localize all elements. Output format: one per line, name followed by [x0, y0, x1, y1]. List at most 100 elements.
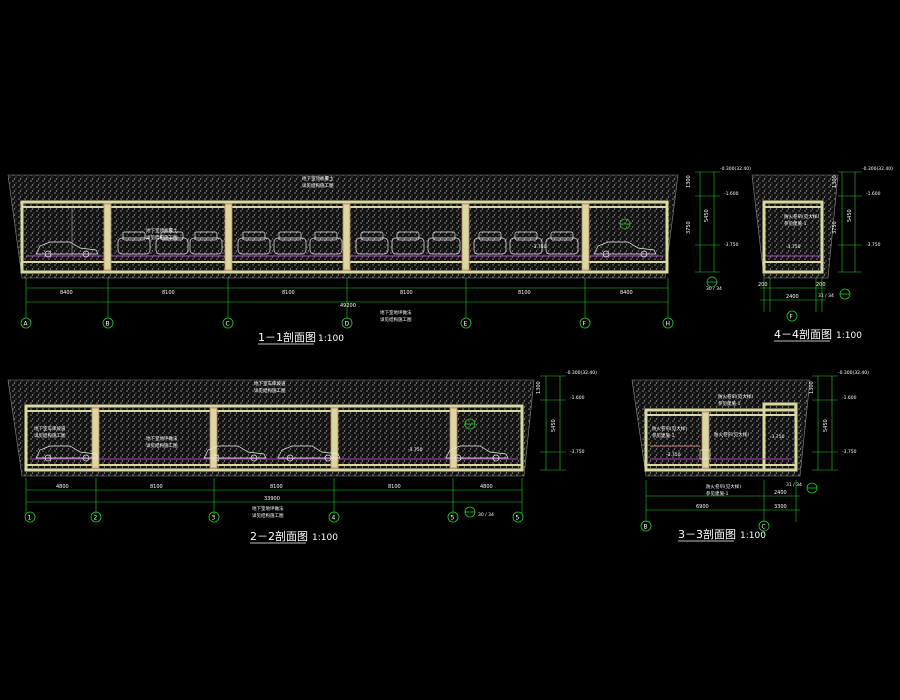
- detail-marker: [619, 218, 718, 288]
- dim-2: 8100: [150, 484, 163, 490]
- note-bottom-1: 防火卷帘(见大样): [706, 483, 741, 490]
- dim-5: 4800: [480, 484, 493, 490]
- side-dim-2: 5450: [704, 209, 710, 222]
- outer-wall: [20, 200, 669, 274]
- side-dim-1: 1300: [809, 381, 815, 394]
- dim-3: 200: [816, 282, 826, 288]
- side-dim-1: 1300: [832, 175, 838, 188]
- note-mid-2: 详见结构施工图: [146, 234, 178, 241]
- level-mid: -1.600: [724, 191, 739, 197]
- note-left-2: 详见结构施工图: [34, 432, 66, 439]
- axis-a: A: [24, 321, 29, 328]
- section-scale: 1:100: [740, 531, 766, 541]
- level-floor: -3.750: [532, 244, 547, 250]
- dim-3: 8100: [282, 290, 295, 296]
- note-bottom-2: 详见结构施工图: [380, 316, 412, 323]
- level-floor: -3.750: [786, 244, 801, 250]
- marker-label: 30 / 34: [706, 286, 722, 292]
- dim-4: 8100: [400, 290, 413, 296]
- side-dim-2: 5450: [551, 419, 557, 432]
- level-bottom: -3.750: [724, 242, 739, 248]
- note-2: 参见建施-1: [784, 220, 807, 227]
- dim-3: 8100: [270, 484, 283, 490]
- dim-5: 8100: [518, 290, 531, 296]
- axis-h: H: [666, 321, 671, 328]
- side-dim-3: 3750: [686, 221, 692, 234]
- marker-label: 31 / 34: [786, 482, 802, 488]
- marker-label: 30 / 34: [478, 512, 494, 518]
- note-top-2: 详见结构施工图: [302, 182, 334, 189]
- section-2-2: 地下室车库坡道 详见结构施工图 地下室车库坡道 详见结构施工图 地下室地坪做法 …: [7, 370, 597, 544]
- note-bottom-2: 详见结构施工图: [252, 512, 284, 519]
- columns: [91, 407, 458, 469]
- level-mid: -1.600: [842, 395, 857, 401]
- level-floor-left: -3.750: [666, 452, 681, 458]
- level-top: -0.300(32.40): [720, 166, 751, 172]
- axis-5b: 5: [516, 515, 520, 522]
- section-scale: 1:100: [312, 533, 338, 543]
- note-mid-1: 地下室地坪做法: [146, 435, 178, 442]
- axis-c: C: [226, 321, 230, 328]
- level-top: -0.300(32.40): [566, 370, 597, 376]
- note-top-1: 地下室车库坡道: [254, 380, 286, 387]
- axis-2: 2: [94, 515, 98, 522]
- columns: [103, 203, 590, 271]
- axis-b: B: [106, 321, 110, 328]
- section-title: 3－3剖面图: [678, 527, 736, 541]
- dim-1: 8400: [60, 290, 73, 296]
- note-left-1: 地下室车库坡道: [34, 425, 66, 432]
- section-1-1: 地下室顶板覆土 详见结构施工图 地下室顶板覆土 详见结构施工图 地下室地坪做法 …: [7, 166, 751, 345]
- note-bottom-1: 地下室地坪做法: [380, 309, 412, 316]
- section-3-3: 防火卷帘(见大样) 参见建施-1 防火卷帘(见大样) 参见建施-1 防火卷帘(见…: [631, 370, 869, 542]
- note-top-2: 详见结构施工图: [254, 387, 286, 394]
- dim-2: 8100: [162, 290, 175, 296]
- axis-bubbles: [24, 418, 524, 523]
- section-4-4: 防火卷帘(见大样) 参见建施-1 -3.750 -0.300(32.40) -1…: [751, 166, 893, 342]
- side-dim-2: 5450: [823, 419, 829, 432]
- axis-f: F: [790, 314, 794, 321]
- side-dim-3: 3750: [832, 221, 838, 234]
- dimension-lines: [25, 278, 669, 318]
- note-left-2: 参见建施-1: [652, 432, 675, 439]
- section-scale: 1:100: [318, 334, 344, 344]
- dim-1: 200: [758, 282, 768, 288]
- dimension-lines: [25, 478, 523, 514]
- elevation-dims: [812, 375, 838, 471]
- axis-b: B: [644, 524, 648, 531]
- dim-2: 2400: [774, 490, 787, 496]
- axis-d: D: [345, 321, 350, 328]
- dim-6: 8400: [620, 290, 633, 296]
- section-title: 2－2剖面图: [250, 529, 308, 543]
- soil-backfill: [7, 379, 535, 477]
- elevation-dims: [838, 171, 862, 273]
- dimension-lines: [760, 278, 826, 312]
- axis-f: F: [583, 321, 587, 328]
- side-dim-1: 1300: [686, 175, 692, 188]
- section-scale: 1:100: [836, 331, 862, 341]
- dim-2: 2400: [786, 294, 799, 300]
- elevation-dims: [695, 171, 720, 273]
- level-floor: -3.750: [408, 447, 423, 453]
- axis-bubbles: [640, 482, 818, 532]
- dim-4: 8100: [388, 484, 401, 490]
- level-floor-right: -3.750: [770, 434, 785, 440]
- dimension-lines: [645, 480, 800, 522]
- parked-cars: [35, 231, 657, 258]
- side-dim-2: 5450: [847, 209, 853, 222]
- section-title: 1－1剖面图: [258, 330, 316, 344]
- elevation-dims: [540, 375, 566, 471]
- note-mid-1: 地下室顶板覆土: [146, 227, 178, 234]
- note-top-1: 防火卷帘(见大样): [718, 393, 753, 400]
- level-mid: -1.600: [866, 191, 881, 197]
- note-top-1: 地下室顶板覆土: [302, 175, 334, 182]
- upper-box: [762, 402, 798, 472]
- section-title: 4－4剖面图: [774, 327, 832, 341]
- door-symbol: [699, 449, 711, 460]
- level-top: -0.300(32.40): [862, 166, 893, 172]
- axis-1: 1: [28, 515, 32, 522]
- column: [701, 411, 710, 469]
- level-bottom: -3.750: [842, 449, 857, 455]
- outer-wall: [762, 200, 824, 274]
- level-bottom: -3.750: [866, 242, 881, 248]
- axis-bubbles: [786, 288, 851, 322]
